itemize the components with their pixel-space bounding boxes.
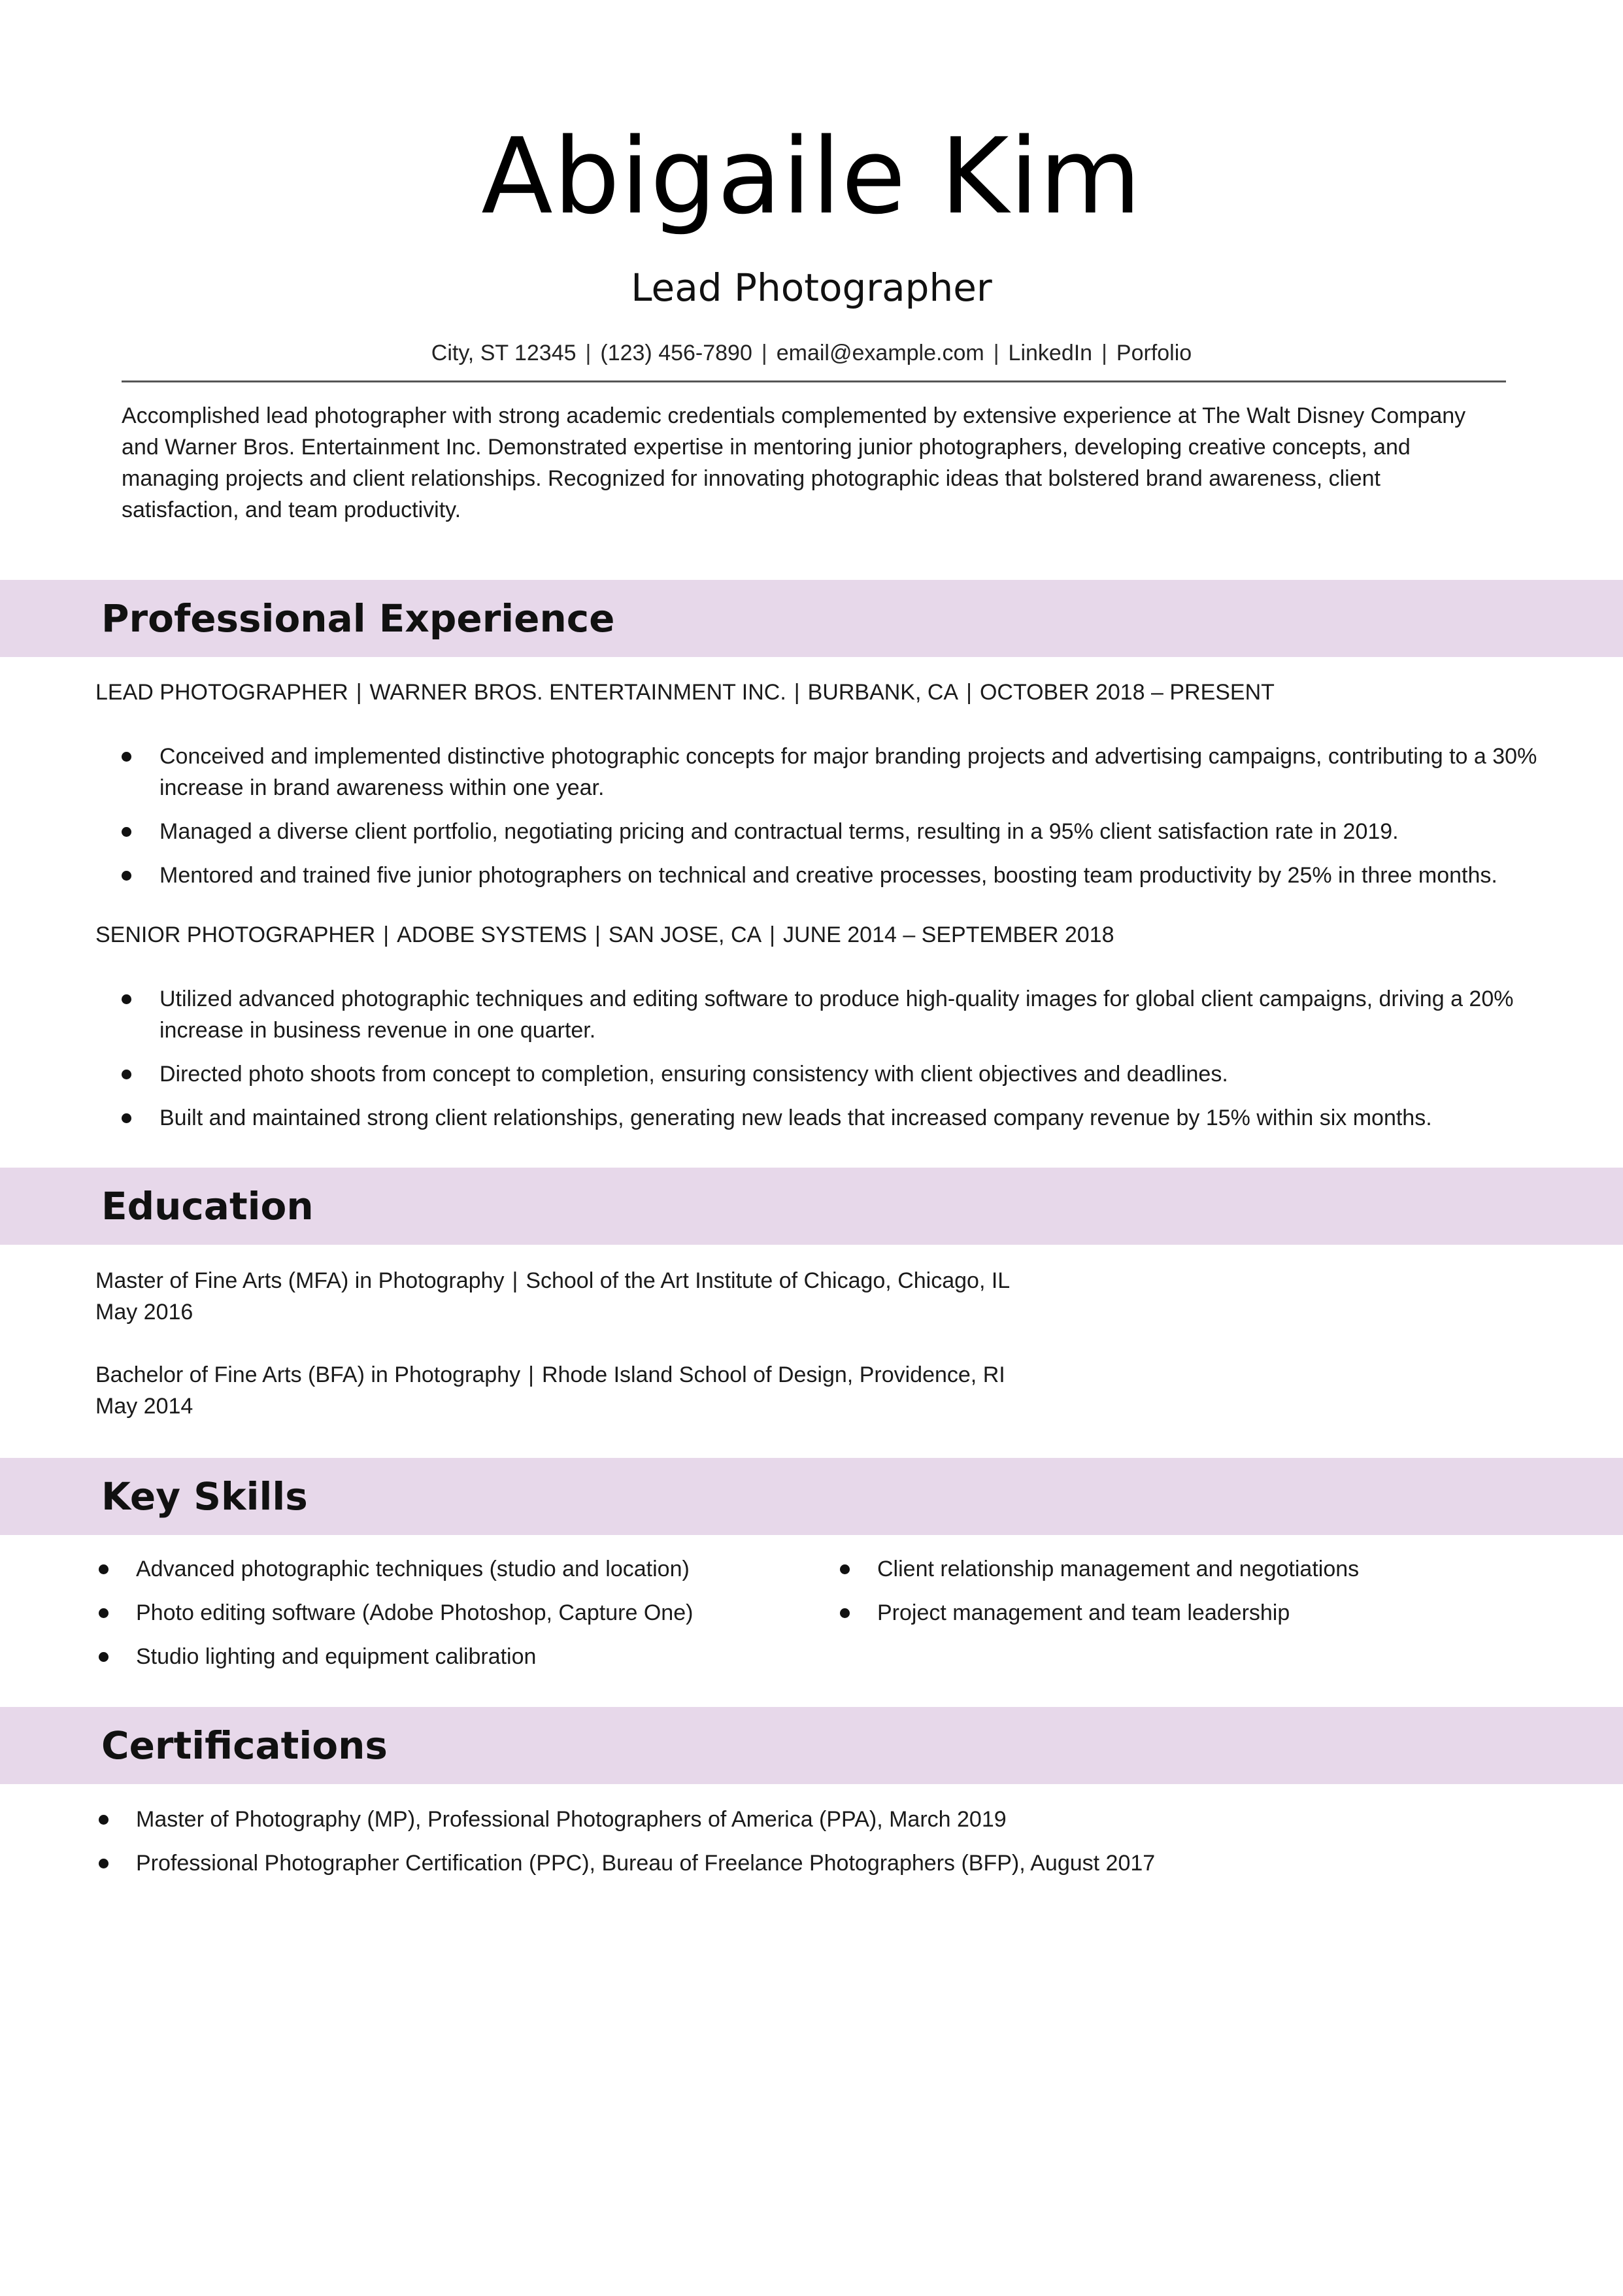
job-title: LEAD PHOTOGRAPHER [95,680,348,705]
job-title: SENIOR PHOTOGRAPHER [95,922,376,947]
contact-line: City, ST 12345 | (123) 456-7890 | email@exam… [0,337,1623,369]
education-entry: Bachelor of Fine Arts (BFA) in Photograp… [95,1359,1005,1422]
header-divider [122,380,1506,382]
bullet-icon [99,1564,109,1574]
contact-separator: | [1101,341,1107,365]
education-school: Rhode Island School of Design, Providenc… [541,1362,1005,1387]
bullet-text: Managed a diverse client portfolio, nego… [159,819,1399,844]
list-item: Built and maintained strong client relat… [122,1102,1560,1134]
contact-address: City, ST 12345 [431,341,577,365]
job-dates: OCTOBER 2018 – PRESENT [979,680,1275,705]
bullet-icon [99,1652,109,1662]
contact-portfolio-link[interactable]: Porfolio [1116,341,1192,365]
education-degree: Bachelor of Fine Arts (BFA) in Photograp… [95,1362,521,1387]
job-location: BURBANK, CA [807,680,959,705]
job-heading: SENIOR PHOTOGRAPHER | ADOBE SYSTEMS | SAN JO… [95,919,1114,951]
bullet-text: Utilized advanced photographic technique… [159,987,1514,1043]
section-header-certifications: Certifications [0,1707,1623,1784]
list-item: Utilized advanced photographic technique… [122,983,1560,1046]
job-dates: JUNE 2014 – SEPTEMBER 2018 [783,922,1114,947]
section-header-skills: Key Skills [0,1458,1623,1535]
candidate-name: Abigaile Kim [481,115,1142,237]
section-header-education: Education [0,1168,1623,1245]
bullet-icon [122,1070,131,1079]
education-degree: Master of Fine Arts (MFA) in Photography [95,1268,505,1293]
candidate-title: Lead Photographer [631,265,992,310]
bullet-icon [840,1564,850,1574]
section-title-education: Education [101,1184,314,1228]
skills-list-right: Client relationship management and negot… [837,1553,1556,1641]
job-separator: | [356,680,362,705]
job-company: ADOBE SYSTEMS [397,922,588,947]
skill-text: Photo editing software (Adobe Photoshop,… [136,1600,694,1625]
education-line: Master of Fine Arts (MFA) in Photography… [95,1265,1010,1296]
list-item: Advanced photographic techniques (studio… [95,1553,814,1585]
bullet-icon [99,1859,109,1868]
skill-text: Advanced photographic techniques (studio… [136,1557,690,1581]
list-item: Photo editing software (Adobe Photoshop,… [95,1597,814,1629]
job-heading: LEAD PHOTOGRAPHER | WARNER BROS. ENTERTAIN… [95,677,1275,708]
certifications-list: Master of Photography (MP), Professional… [95,1804,1533,1891]
job-separator: | [383,922,390,947]
skill-text: Project management and team leadership [877,1600,1290,1625]
section-title-experience: Professional Experience [101,596,615,641]
bullet-icon [122,994,131,1004]
job-separator: | [595,922,601,947]
list-item: Project management and team leadership [837,1597,1556,1629]
section-title-skills: Key Skills [101,1474,308,1519]
education-date: May 2016 [95,1300,193,1325]
skills-list-left: Advanced photographic techniques (studio… [95,1553,814,1685]
list-item: Master of Photography (MP), Professional… [95,1804,1533,1835]
bullet-text: Built and maintained strong client relat… [159,1106,1432,1130]
bullet-icon [122,752,131,762]
bullet-text: Conceived and implemented distinctive ph… [159,744,1537,800]
list-item: Client relationship management and negot… [837,1553,1556,1585]
contact-separator: | [585,341,592,365]
education-line: Bachelor of Fine Arts (BFA) in Photograp… [95,1359,1005,1391]
education-separator: | [512,1268,518,1293]
bullet-icon [122,871,131,881]
education-date: May 2014 [95,1394,193,1419]
education-separator: | [528,1362,534,1387]
list-item: Studio lighting and equipment calibratio… [95,1641,814,1672]
job-separator: | [794,680,800,705]
job-location: SAN JOSE, CA [608,922,762,947]
bullet-icon [99,1815,109,1825]
bullet-icon [122,1113,131,1123]
section-title-certifications: Certifications [101,1723,388,1768]
contact-separator: | [993,341,999,365]
education-entry: Master of Fine Arts (MFA) in Photography… [95,1265,1010,1328]
skill-text: Studio lighting and equipment calibratio… [136,1644,537,1669]
job-bullets: Conceived and implemented distinctive ph… [122,741,1560,903]
job-separator: | [769,922,776,947]
contact-email[interactable]: email@example.com [776,341,984,365]
job-separator: | [966,680,972,705]
skill-text: Client relationship management and negot… [877,1557,1360,1581]
list-item: Mentored and trained five junior photogr… [122,860,1560,891]
job-bullets: Utilized advanced photographic technique… [122,983,1560,1146]
bullet-text: Mentored and trained five junior photogr… [159,863,1498,888]
contact-separator: | [761,341,767,365]
list-item: Conceived and implemented distinctive ph… [122,741,1560,803]
education-school: School of the Art Institute of Chicago, … [526,1268,1011,1293]
contact-phone: (123) 456-7890 [600,341,752,365]
bullet-text: Directed photo shoots from concept to co… [159,1062,1228,1087]
contact-linkedin-link[interactable]: LinkedIn [1008,341,1093,365]
bullet-icon [122,827,131,837]
job-company: WARNER BROS. ENTERTAINMENT INC. [369,680,786,705]
list-item: Managed a diverse client portfolio, nego… [122,816,1560,847]
list-item: Professional Photographer Certification … [95,1848,1533,1879]
professional-summary: Accomplished lead photographer with stro… [122,403,1466,522]
certification-text: Professional Photographer Certification … [136,1851,1156,1876]
section-header-experience: Professional Experience [0,580,1623,657]
certification-text: Master of Photography (MP), Professional… [136,1807,1007,1832]
list-item: Directed photo shoots from concept to co… [122,1058,1560,1090]
bullet-icon [840,1608,850,1618]
bullet-icon [99,1608,109,1618]
